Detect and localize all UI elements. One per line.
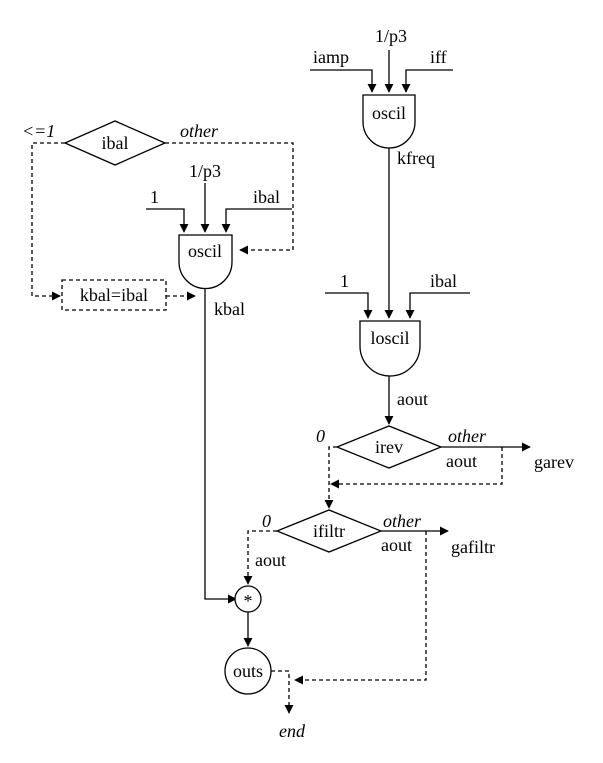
kfreq-label: kfreq [397,148,435,168]
loscil-in1-label: 1 [340,271,349,291]
right-oscil-label: oscil [372,103,406,123]
loscil-input-1 [325,292,373,319]
left-osc-in1-label: 1 [150,187,159,207]
ifiltr-decision-label: ifiltr [313,521,345,541]
ibal-decision-label: ibal [102,133,129,153]
multiply-label: * [244,591,253,611]
right-osc-in1-label: iamp [313,47,349,67]
left-osc-input-3 [221,208,292,233]
end-label: end [279,721,306,741]
ibal-le1-label: <=1 [22,121,55,141]
right-oscil-node [362,94,416,149]
left-oscil-label: oscil [188,241,222,261]
ifiltr-other-return [294,531,427,685]
ifiltr-zero-label: 0 [262,511,271,531]
irev-zero-line [324,446,337,509]
irev-decision-label: irev [375,437,403,457]
left-osc-in2-label: 1/p3 [189,161,221,181]
loscil-in3-label: ibal [430,271,457,291]
gafiltr-label: gafiltr [451,537,495,557]
irev-out-label: aout [446,451,477,471]
ifiltr-out-right-label: aout [381,535,412,555]
irev-zero-label: 0 [316,426,325,446]
irev-other-label: other [448,426,487,446]
outs-label: outs [233,661,263,681]
right-osc-in2-label: 1/p3 [375,26,407,46]
right-osc-input-3 [401,69,453,93]
loscil-out-label: aout [397,389,428,409]
ifiltr-other-label: other [383,511,422,531]
irev-other-return [330,447,503,489]
left-osc-in3-label: ibal [253,187,280,207]
loscil-node [359,320,421,377]
kbal-line [204,289,237,604]
ifiltr-zero-line [243,530,277,585]
ibal-le1-line [31,142,65,301]
ibal-other-label: other [180,121,219,141]
left-oscil-node [178,234,233,290]
kbal-out-label: kbal [214,299,245,319]
garev-label: garev [534,452,574,472]
ibal-other-line [165,142,294,255]
kbal-assign-box [61,279,167,311]
right-osc-input-1 [310,69,377,93]
ifiltr-out-left-label: aout [255,550,286,570]
loscil-input-3 [405,292,470,319]
left-osc-input-1 [146,208,189,233]
loscil-label: loscil [371,328,410,348]
outs-to-end-line [271,670,294,714]
kbal-assign-label: kbal=ibal [80,285,148,305]
right-osc-in3-label: iff [430,47,447,67]
